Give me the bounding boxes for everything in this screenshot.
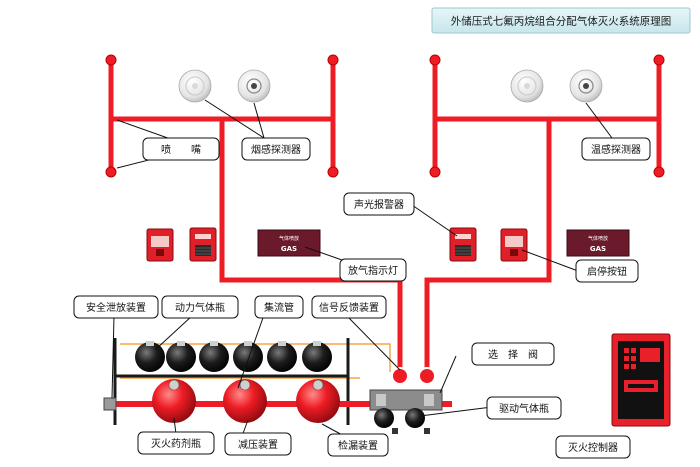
callout-fire-controller: 灭火控制器 <box>555 435 631 459</box>
agent-bottle-icon <box>296 379 340 423</box>
right-zone-piping <box>424 57 662 375</box>
leader-lines <box>111 99 613 438</box>
callout-discharge-light: 放气指示灯 <box>339 258 407 282</box>
label-nozzle: 喷 嘴 <box>161 144 201 156</box>
label-signal-feedback: 信号反馈装置 <box>319 301 379 314</box>
power-gas-bottle-icon <box>233 342 263 372</box>
callout-agent-bottle: 灭火药剂瓶 <box>137 431 215 455</box>
left-zone-piping <box>108 57 403 375</box>
nozzle-icon <box>429 166 441 178</box>
nozzle-icon <box>105 166 117 178</box>
power-gas-bottle-icon <box>199 342 229 372</box>
power-gas-bottle-icon <box>267 342 297 372</box>
callout-safety-relief: 安全泄放装置 <box>73 295 159 319</box>
callout-start-stop-button: 启停按钮 <box>575 259 639 283</box>
drive-gas-bottle-icon <box>405 408 425 428</box>
label-manifold: 集流管 <box>264 301 294 314</box>
callout-pressure-reducer: 减压装置 <box>224 432 292 456</box>
discharge-indicator-sign: 气体喷放 GAS <box>257 229 321 257</box>
selector-valve-icon <box>391 367 409 385</box>
nozzles <box>105 54 665 178</box>
agent-tanks <box>152 379 340 423</box>
selector-valve-assembly <box>369 367 443 434</box>
callout-power-gas-bottle: 动力气体瓶 <box>161 295 239 319</box>
callout-leak-detector: 检漏装置 <box>327 433 389 457</box>
callout-nozzle: 喷 嘴 <box>142 137 220 161</box>
callout-signal-feedback: 信号反馈装置 <box>311 295 387 319</box>
discharge-sign-caption: 气体喷放 <box>279 235 299 242</box>
power-gas-bottle-icon <box>135 342 165 372</box>
nozzle-icon <box>653 54 665 66</box>
page-title: 外储压式七氟丙烷组合分配气体灭火系统原理图 <box>451 15 672 28</box>
discharge-indicator-sign: 气体喷放 GAS <box>566 229 630 257</box>
heat-detector-icon <box>237 69 271 103</box>
callout-selector-valve: 选 择 阀 <box>471 342 555 366</box>
title-box: 外储压式七氟丙烷组合分配气体灭火系统原理图 <box>431 7 691 34</box>
discharge-sign-text: GAS <box>281 245 297 253</box>
discharge-sign-text: GAS <box>590 245 606 253</box>
label-safety-relief: 安全泄放装置 <box>86 301 146 314</box>
label-discharge-light: 放气指示灯 <box>348 264 398 277</box>
callout-drive-gas-bottle: 驱动气体瓶 <box>486 396 562 420</box>
nozzle-icon <box>429 54 441 66</box>
label-fire-controller: 灭火控制器 <box>568 441 618 454</box>
heat-detector-icon <box>569 69 603 103</box>
drive-gas-bottle-icon <box>374 408 394 428</box>
manual-start-button-icon <box>146 228 174 262</box>
smoke-detector-icon <box>510 69 544 103</box>
label-power-gas-bottle: 动力气体瓶 <box>175 301 225 314</box>
nozzle-icon <box>327 54 339 66</box>
smoke-detector-icon <box>178 69 212 103</box>
sound-light-alarm-icon <box>189 227 217 262</box>
sound-light-alarm-icon <box>449 227 477 262</box>
label-leak-detector: 检漏装置 <box>338 439 378 452</box>
power-gas-bottle-icon <box>302 342 332 372</box>
agent-bottle-icon <box>152 379 196 423</box>
selector-valve-icon <box>418 367 436 385</box>
label-sound-light-alarm: 声光报警器 <box>354 198 404 211</box>
safety-relief-device-icon <box>103 397 117 411</box>
label-agent-bottle: 灭火药剂瓶 <box>151 437 201 450</box>
nozzle-icon <box>105 54 117 66</box>
label-start-stop-button: 启停按钮 <box>587 265 627 278</box>
label-drive-gas-bottle: 驱动气体瓶 <box>499 402 549 415</box>
callout-smoke-detector: 烟感探测器 <box>241 137 311 161</box>
callout-heat-detector: 温感探测器 <box>581 137 651 161</box>
nozzle-icon <box>327 166 339 178</box>
power-gas-bottles <box>135 341 332 372</box>
label-smoke-detector: 烟感探测器 <box>251 143 301 156</box>
manual-start-button-icon <box>500 228 528 262</box>
callout-sound-light-alarm: 声光报警器 <box>343 192 415 216</box>
discharge-sign-caption: 气体喷放 <box>588 235 608 242</box>
fire-controller-cabinet <box>611 333 671 427</box>
power-gas-bottle-icon <box>166 342 196 372</box>
label-selector-valve: 选 择 阀 <box>488 348 538 361</box>
label-heat-detector: 温感探测器 <box>591 143 641 156</box>
label-pressure-reducer: 减压装置 <box>238 438 278 451</box>
agent-bottle-icon <box>223 379 267 423</box>
nozzle-icon <box>653 166 665 178</box>
callout-manifold: 集流管 <box>254 295 304 319</box>
